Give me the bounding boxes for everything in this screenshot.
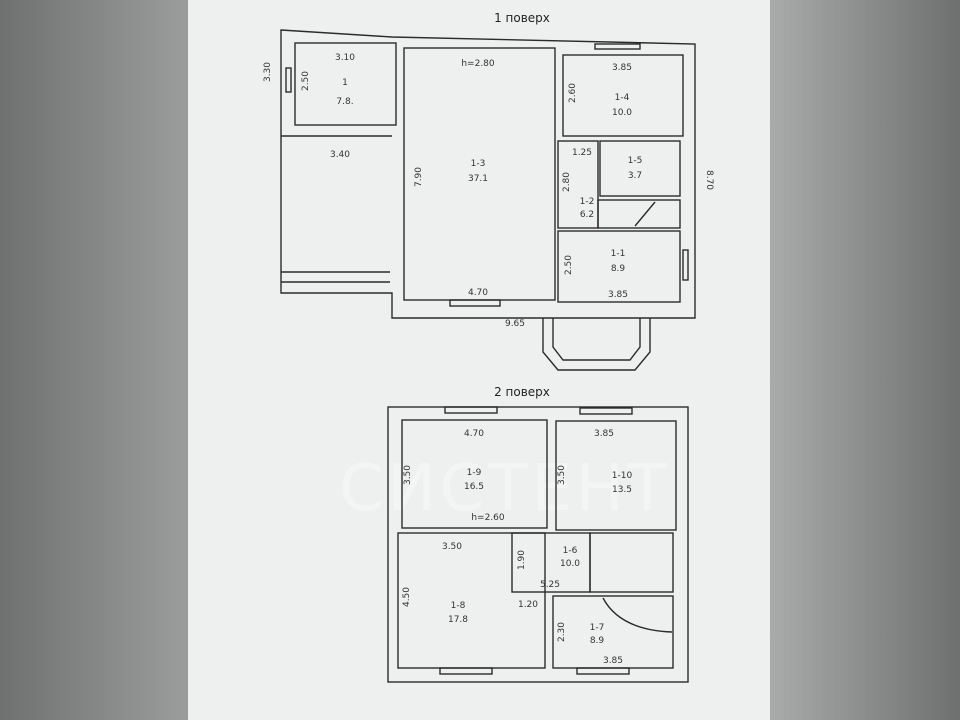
room-1-5 <box>599 140 681 197</box>
plan-label: 37.1 <box>468 174 488 184</box>
plan-label: 3.7 <box>628 171 642 181</box>
plan-label: 1.90 <box>517 550 527 570</box>
plan-label: h=2.60 <box>471 513 505 523</box>
wall-line <box>594 43 641 50</box>
plan-label: 2.30 <box>557 622 567 642</box>
room-1-9 <box>401 419 548 529</box>
plan-label: 3.85 <box>594 429 614 439</box>
porch <box>542 318 651 371</box>
wall-line <box>439 667 493 675</box>
plan-label: 5.25 <box>540 580 560 590</box>
plan-label: 2.50 <box>564 255 574 275</box>
plan-label: 3.85 <box>612 63 632 73</box>
plan-label: 1-7 <box>590 623 605 633</box>
plan-label: 7.90 <box>414 167 424 187</box>
plan-label: h=2.80 <box>461 59 495 69</box>
plan-label: 2.50 <box>301 71 311 91</box>
floor-2-title: 2 поверх <box>494 385 550 399</box>
plan-label: 16.5 <box>464 482 484 492</box>
plan-label: 13.5 <box>612 485 632 495</box>
plan-label: 1-10 <box>612 471 633 481</box>
plan-label: 3.30 <box>263 62 273 82</box>
plan-label: 2.60 <box>568 83 578 103</box>
room-1 <box>294 42 397 126</box>
wall-line <box>444 406 498 414</box>
plan-label: 1-4 <box>615 93 630 103</box>
floor-1-title: 1 поверх <box>494 11 550 25</box>
stairs-1 <box>597 199 681 229</box>
wall-line <box>449 299 501 307</box>
plan-label: 3.50 <box>442 542 462 552</box>
wall-line <box>579 407 633 415</box>
plan-label: 1-8 <box>451 601 466 611</box>
wall-line <box>552 318 641 361</box>
floor-1-plan: 1 поверх 1 поверх 3.10 3.30 2.50 1 7.8. … <box>263 11 714 371</box>
room-label: 1 <box>342 78 348 88</box>
plan-label: 1.20 <box>518 600 538 610</box>
plan-label: 8.70 <box>704 170 714 190</box>
background-right <box>770 0 960 720</box>
background-left <box>0 0 188 720</box>
plan-label: 9.65 <box>505 319 525 329</box>
plan-label: 1-5 <box>628 156 643 166</box>
plan-label: 3.50 <box>403 465 413 485</box>
plan-label: 3.85 <box>603 656 623 666</box>
plan-label: 10.0 <box>612 108 632 118</box>
room-1-4 <box>562 54 684 137</box>
plan-label: 17.8 <box>448 615 468 625</box>
wall-line <box>634 201 656 227</box>
plan-label: 6.2 <box>580 210 594 220</box>
room-1-10 <box>555 420 677 531</box>
room-1-2 <box>557 140 599 229</box>
plan-label: 10.0 <box>560 559 580 569</box>
plan-label: 1-6 <box>563 546 578 556</box>
wall-line <box>387 406 689 683</box>
room-area: 7.8. <box>336 97 353 107</box>
plan-label: 3.85 <box>608 290 628 300</box>
room-1-1 <box>557 230 681 303</box>
dim: 3.10 <box>335 53 355 63</box>
plan-label: 1-3 <box>471 159 486 169</box>
plan-label: 8.9 <box>611 264 626 274</box>
plan-label: 4.50 <box>402 587 412 607</box>
plan-label: 8.9 <box>590 636 605 646</box>
stairs-2 <box>589 532 674 593</box>
wall-line <box>682 249 689 281</box>
plan-label: 3.50 <box>557 465 567 485</box>
plan-label: 1-1 <box>611 249 626 259</box>
plan-label: 3.40 <box>330 150 350 160</box>
wall-line <box>602 597 673 633</box>
plan-label: 1-9 <box>467 468 482 478</box>
floor-2-plan: 2 поверх 4.70 3.50 1-9 16.5 h=2.60 3.85 … <box>387 385 689 683</box>
plan-label: 1.25 <box>572 148 592 158</box>
wall-line <box>285 67 292 93</box>
plan-label: 1-2 <box>580 197 595 207</box>
watermark: СИСТЕНТ <box>339 452 671 526</box>
plan-label: 4.70 <box>464 429 484 439</box>
wall-line <box>576 667 630 675</box>
plan-label: 4.70 <box>468 288 488 298</box>
plan-label: 2.80 <box>562 172 572 192</box>
